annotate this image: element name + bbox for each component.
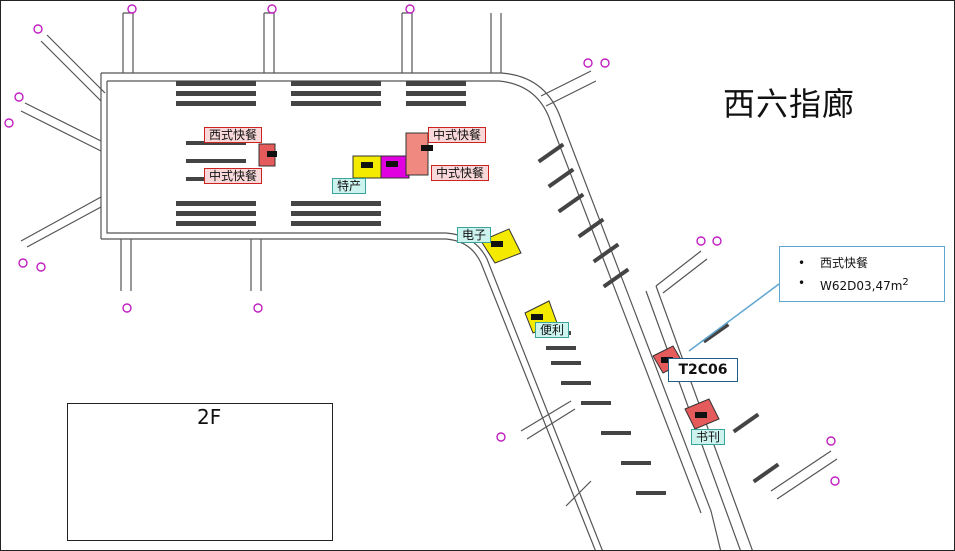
shop-label-electronics: 电子: [457, 227, 492, 243]
highlight-code-label: T2C06: [668, 358, 738, 382]
shop-label-chinese-fastfood: 中式快餐: [428, 127, 487, 143]
info-item-area: W62D03,47m2: [798, 273, 944, 296]
shop-label-convenience: 便利: [535, 322, 570, 338]
inset-overview-map: [67, 403, 333, 541]
shop-label-chinese-fastfood: 中式快餐: [204, 168, 263, 184]
shop-label-western-fastfood: 西式快餐: [204, 127, 263, 143]
map-title: 西六指廊: [723, 85, 856, 123]
inset-floor-label: 2F: [197, 405, 222, 429]
shop-label-chinese-fastfood: 中式快餐: [431, 165, 490, 181]
info-callout: 西式快餐 W62D03,47m2: [779, 246, 945, 302]
shop-label-specialty: 特产: [332, 178, 367, 194]
area-unit-superscript: 2: [902, 277, 909, 288]
info-item-shop-type: 西式快餐: [798, 253, 944, 273]
shop-label-books: 书刊: [691, 429, 726, 445]
